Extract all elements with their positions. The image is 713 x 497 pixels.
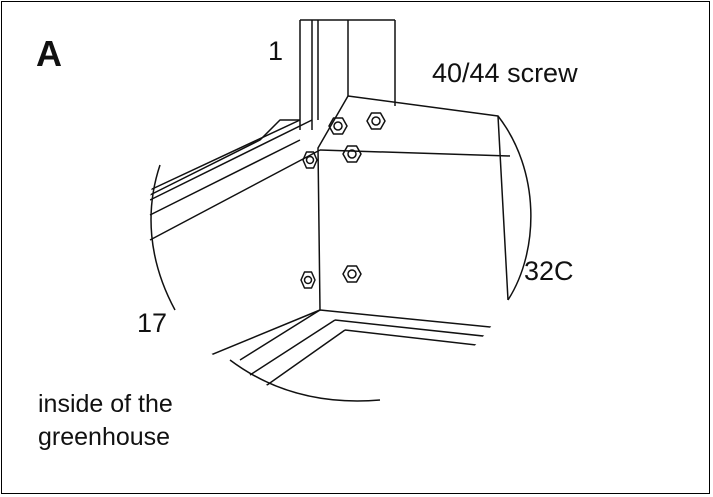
part-label-32c: 32C (524, 256, 574, 286)
detail-arc-bottom (229, 359, 381, 402)
shelf-block (149, 119, 300, 196)
bottom-ledge (239, 309, 521, 391)
bolt-group (300, 112, 386, 289)
part-label-1: 1 (268, 36, 284, 66)
inside-label-line2: greenhouse (38, 423, 171, 451)
rail-17 (149, 119, 321, 381)
detail-arc-left (150, 164, 176, 311)
inside-label-line1: inside of the (38, 390, 173, 418)
part-label-17: 17 (137, 308, 168, 338)
screw-label: 40/44 screw (432, 58, 578, 88)
post-1 (299, 20, 396, 130)
panel-letter: A (36, 33, 62, 74)
panel-32c (317, 95, 511, 311)
detail-arc-right (497, 115, 532, 301)
inside-label: inside of the greenhouse (38, 388, 258, 454)
